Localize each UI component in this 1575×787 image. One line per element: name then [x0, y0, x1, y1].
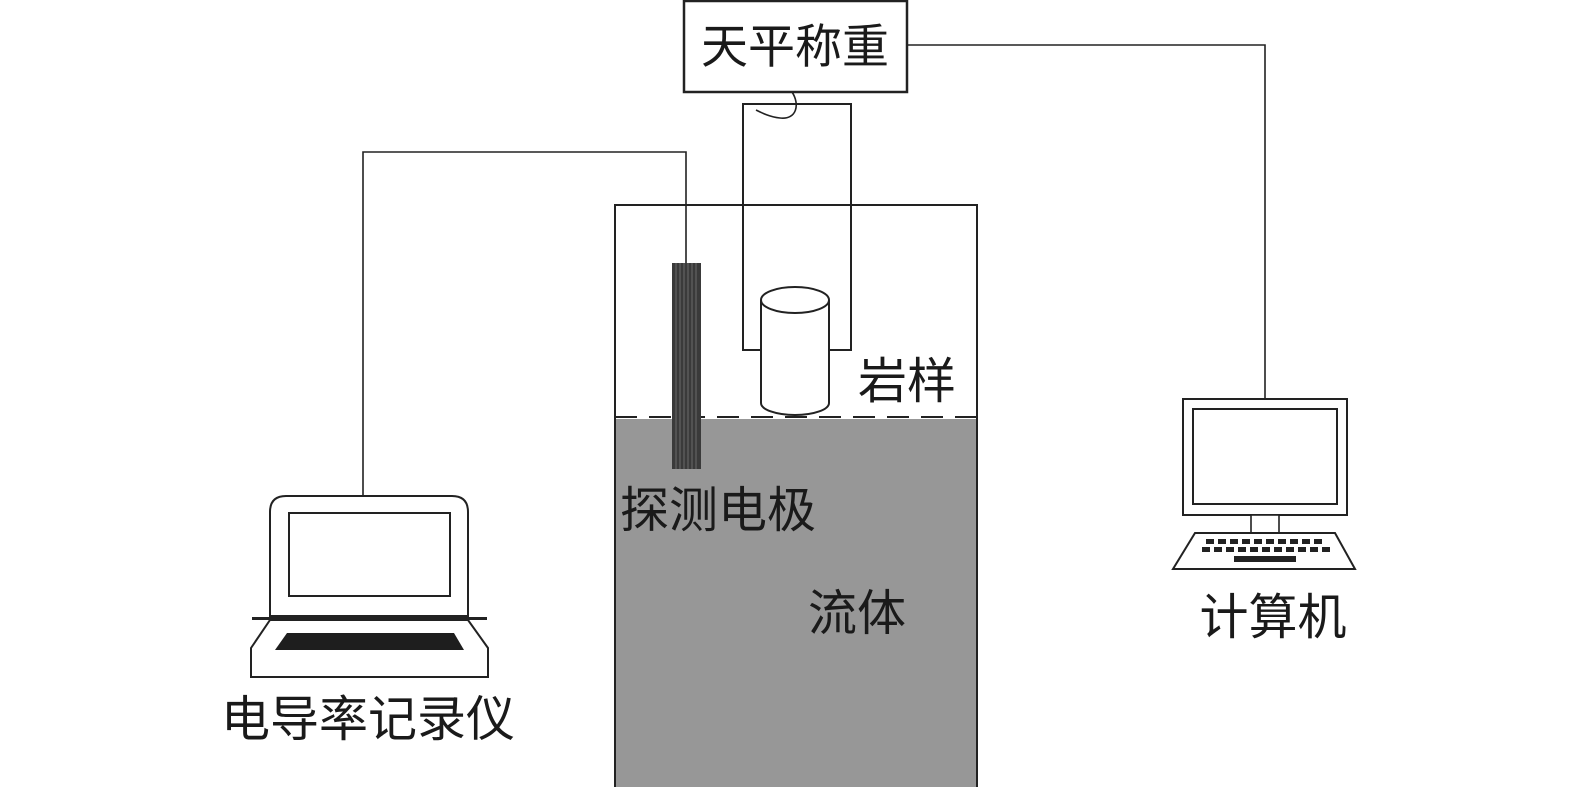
computer-icon — [1171, 398, 1357, 570]
probe-electrode-label: 探测电极 — [620, 482, 816, 539]
container-outline — [614, 204, 978, 787]
keyboard-keys — [1202, 539, 1330, 562]
probe-electrode-texture — [675, 263, 697, 469]
balance-box — [682, 0, 909, 94]
rock-sample-label: 岩样 — [858, 353, 956, 410]
laptop-icon — [250, 495, 489, 678]
rock-sample-body — [760, 300, 830, 416]
conductivity-recorder-label: 电导率记录仪 — [221, 691, 515, 748]
computer-label: 计算机 — [1199, 589, 1346, 646]
wire-probe-to-laptop — [362, 151, 687, 505]
wire-balance-to-computer — [907, 44, 1266, 399]
balance-label: 天平称重 — [701, 20, 889, 75]
fluid-label: 流体 — [808, 585, 906, 642]
rock-sample-top — [760, 286, 830, 314]
fluid-body — [615, 419, 977, 787]
hook-wire — [755, 91, 797, 119]
